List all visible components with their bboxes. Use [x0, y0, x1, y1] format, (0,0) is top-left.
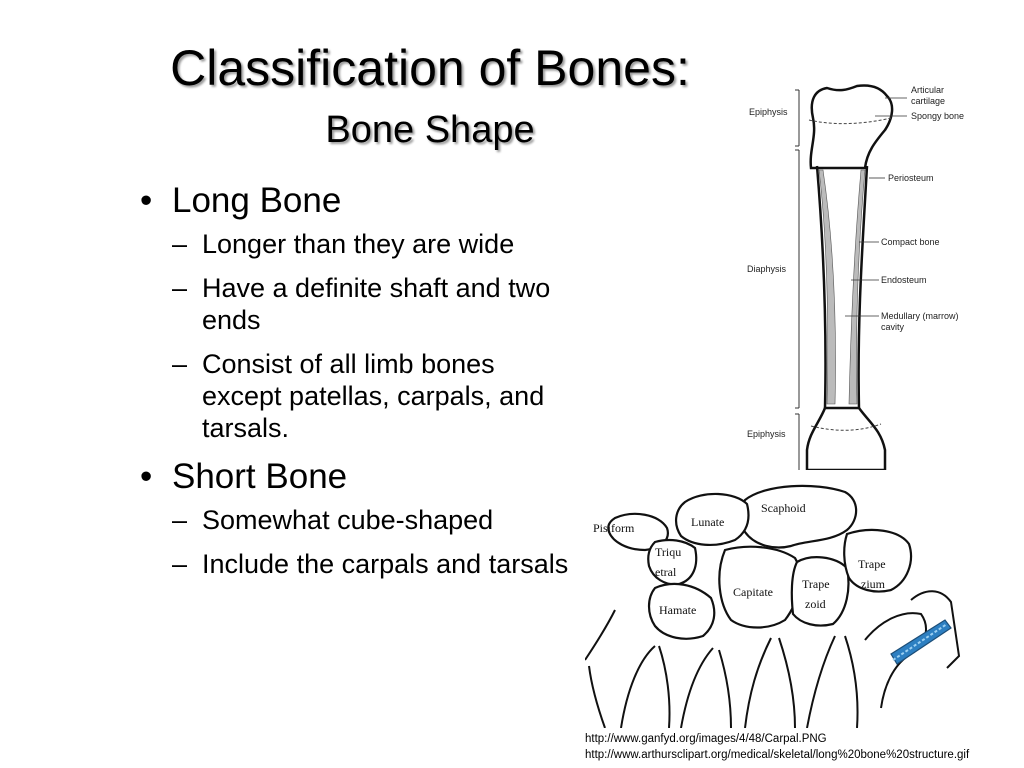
dash-marker: – — [172, 505, 188, 535]
slide-subtitle: Bone Shape — [325, 109, 535, 151]
label-triquetral-1: Triqu — [655, 545, 681, 559]
sub-bullet: –Consist of all limb bones except patell… — [172, 348, 578, 444]
sub-bullet-list: –Longer than they are wide –Have a defin… — [172, 228, 578, 444]
sub-bullet-text: Longer than they are wide — [202, 229, 515, 259]
bullet-label: Long Bone — [172, 181, 342, 220]
label-medullary: Medullary (marrow) — [881, 311, 959, 321]
label-cavity: cavity — [881, 322, 905, 332]
credit-link[interactable]: http://www.arthursclipart.org/medical/sk… — [585, 749, 970, 761]
sub-bullet-text: Have a definite shaft and two ends — [202, 273, 551, 335]
slide-title: Classification of Bones: — [170, 40, 690, 96]
label-triquetral-2: etral — [655, 565, 677, 579]
bullet-marker: • — [140, 457, 153, 496]
dash-marker: – — [172, 229, 188, 259]
label-compact-bone: Compact bone — [881, 237, 940, 247]
label-trapezium-1: Trape — [858, 557, 886, 571]
label-hamate: Hamate — [659, 603, 696, 617]
label-trapezoid-1: Trape — [802, 577, 830, 591]
label-endosteum: Endosteum — [881, 275, 927, 285]
label-spongy-bone: Spongy bone — [911, 111, 964, 121]
credit-link[interactable]: http://www.ganfyd.org/images/4/48/Carpal… — [585, 733, 827, 745]
bullet-short-bone: • Short Bone –Somewhat cube-shaped –Incl… — [138, 456, 578, 580]
sub-bullet: –Longer than they are wide — [172, 228, 578, 260]
bullet-list: • Long Bone –Longer than they are wide –… — [138, 180, 578, 592]
sub-bullet: –Somewhat cube-shaped — [172, 504, 578, 536]
dash-marker: – — [172, 273, 188, 303]
label-pisiform: Pisiform — [593, 521, 635, 535]
sub-bullet: –Have a definite shaft and two ends — [172, 272, 578, 336]
dash-marker: – — [172, 349, 188, 379]
sub-bullet-text: Include the carpals and tarsals — [202, 549, 569, 579]
label-epiphysis-top: Epiphysis — [749, 107, 788, 117]
dash-marker: – — [172, 549, 188, 579]
label-trapezoid-2: zoid — [805, 597, 826, 611]
sub-bullet-text: Consist of all limb bones except patella… — [202, 349, 545, 443]
label-capitate: Capitate — [733, 585, 773, 599]
bullet-marker: • — [140, 181, 153, 220]
bullet-label: Short Bone — [172, 457, 348, 496]
label-lunate: Lunate — [691, 515, 724, 529]
sub-bullet-text: Somewhat cube-shaped — [202, 505, 494, 535]
label-scaphoid: Scaphoid — [761, 501, 806, 515]
bullet-long-bone: • Long Bone –Longer than they are wide –… — [138, 180, 578, 444]
label-articular: Articular — [911, 85, 944, 95]
long-bone-diagram: Epiphysis Articular cartilage Spongy bon… — [735, 78, 985, 470]
carpal-bones-diagram: Pisiform Lunate Scaphoid Triqu etral Tra… — [585, 470, 980, 728]
label-cartilage: cartilage — [911, 96, 945, 106]
sub-bullet: –Include the carpals and tarsals — [172, 548, 578, 580]
label-diaphysis: Diaphysis — [747, 264, 787, 274]
image-credits: http://www.ganfyd.org/images/4/48/Carpal… — [585, 731, 969, 763]
sub-bullet-list: –Somewhat cube-shaped –Include the carpa… — [172, 504, 578, 580]
label-trapezium-2: zium — [861, 577, 886, 591]
label-epiphysis-bottom: Epiphysis — [747, 429, 786, 439]
label-periosteum: Periosteum — [888, 173, 934, 183]
